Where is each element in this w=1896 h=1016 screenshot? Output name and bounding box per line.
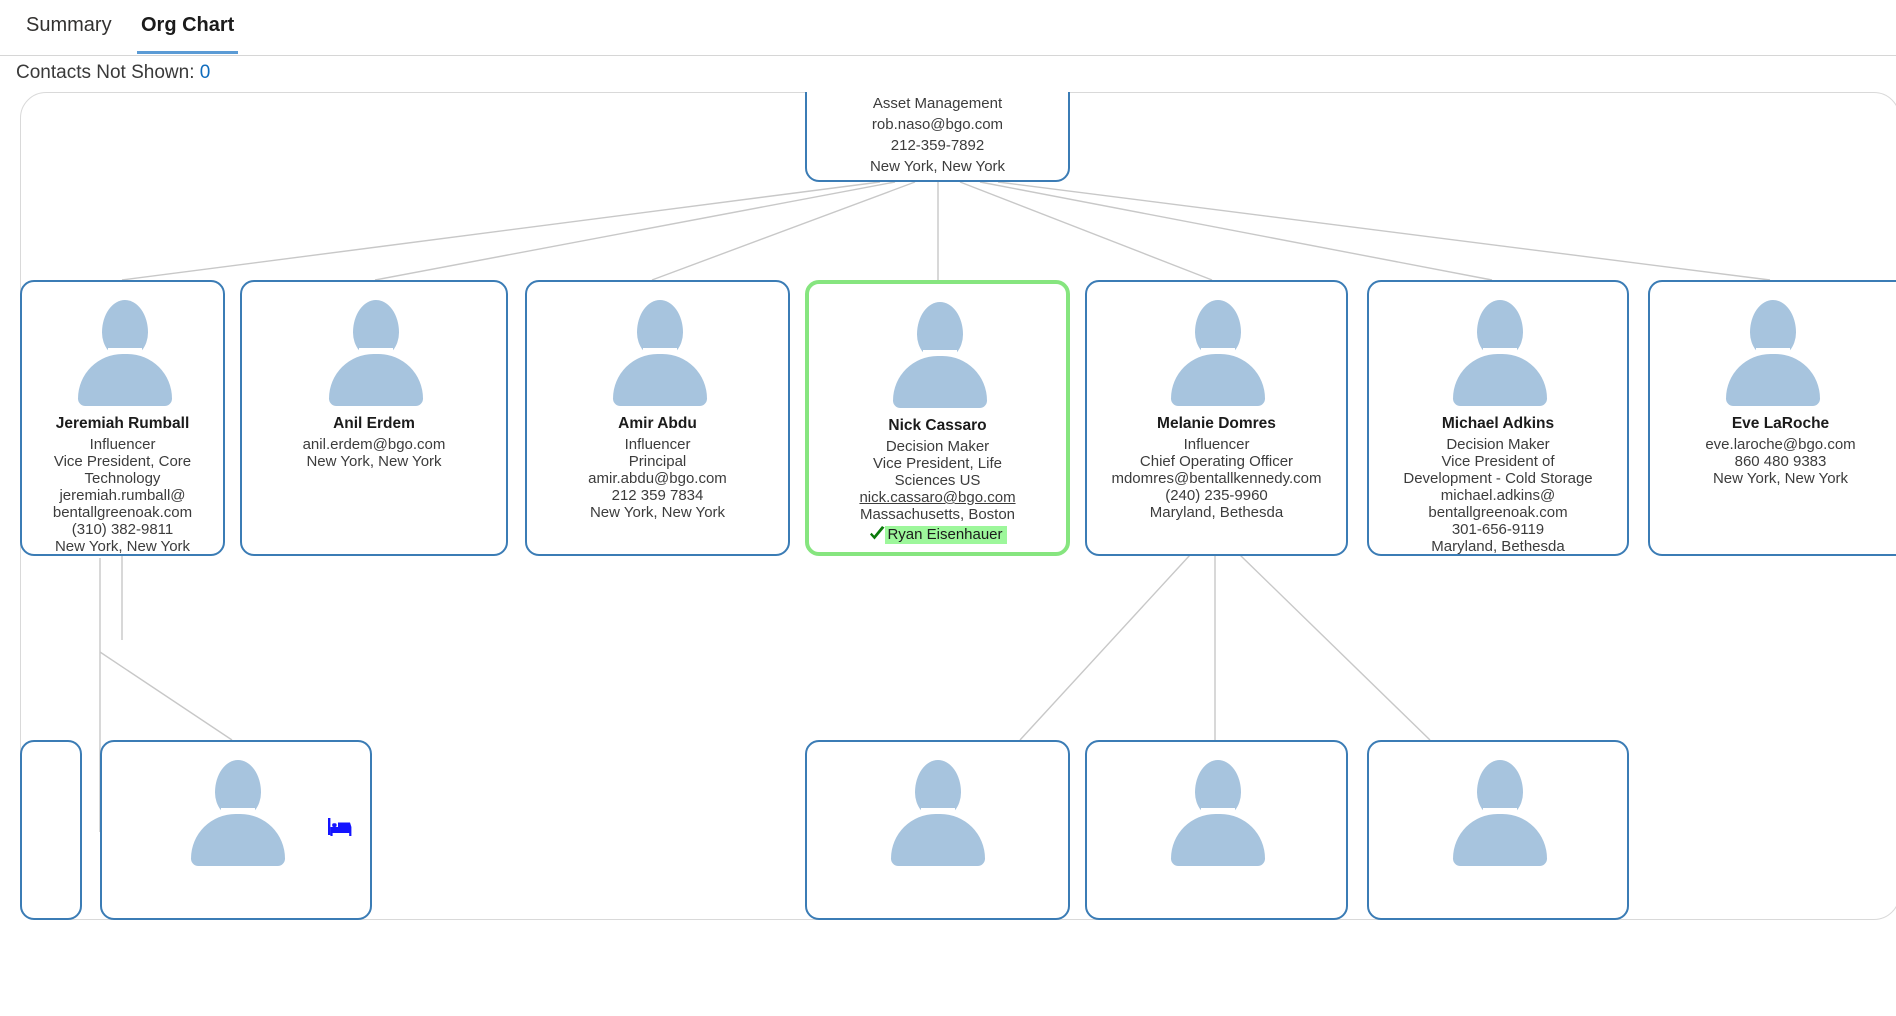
node-line-6: Maryland, Bethesda (1431, 538, 1565, 555)
org-node-child-e[interactable] (1367, 740, 1629, 920)
avatar (1163, 760, 1273, 866)
node-name: Eve LaRoche (1731, 415, 1830, 432)
node-name: Jeremiah Rumball (55, 415, 190, 432)
org-node-child-c[interactable] (805, 740, 1070, 920)
org-chart-canvas[interactable]: Managing Partner & Head of Asset Managem… (0, 92, 1896, 920)
node-line-2: Development - Cold Storage (1403, 470, 1593, 487)
contacts-not-shown-label: Contacts Not Shown: (16, 62, 195, 83)
bed-icon (328, 818, 352, 840)
avatar-body-icon (1453, 354, 1547, 406)
check-icon (868, 525, 886, 543)
node-line-0: Influencer (89, 436, 156, 453)
org-node-jeremiah-rumball[interactable]: Jeremiah Rumball Influencer Vice Preside… (20, 280, 225, 556)
avatar (183, 760, 293, 866)
node-line-3: (240) 235-9960 (1165, 487, 1268, 504)
node-line-1: Principal (628, 453, 687, 470)
node-line-2: Sciences US (894, 472, 981, 489)
avatar-body-icon (891, 814, 985, 866)
root-line-3: 212-359-7892 (890, 137, 985, 154)
owner-row: Ryan Eisenhauer (809, 524, 1066, 544)
node-line-4: New York, New York (589, 504, 726, 521)
avatar (1163, 300, 1273, 406)
node-line-1: Vice President of (1441, 453, 1555, 470)
org-node-child-d[interactable] (1085, 740, 1348, 920)
node-name: Amir Abdu (618, 415, 697, 432)
node-line-2: amir.abdu@bgo.com (588, 470, 727, 487)
node-line-1: Vice President, Core (53, 453, 192, 470)
tab-org-chart[interactable]: Org Chart (137, 8, 239, 54)
avatar (605, 300, 715, 406)
avatar-body-icon (78, 354, 172, 406)
node-name: Nick Cassaro (888, 417, 987, 434)
node-line-0: Influencer (624, 436, 691, 453)
avatar-body-icon (613, 354, 707, 406)
node-line-1: New York, New York (306, 453, 442, 470)
owner-badge: Ryan Eisenhauer (885, 526, 1007, 544)
avatar-body-icon (329, 354, 423, 406)
node-line-0: Influencer (1183, 436, 1250, 453)
node-location: Massachusetts, Boston (859, 506, 1016, 523)
node-line-4: bentallgreenoak.com (52, 504, 193, 521)
org-node-amir-abdu[interactable]: Amir Abdu Influencer Principal amir.abdu… (525, 280, 790, 556)
contacts-not-shown: Contacts Not Shown: 0 (16, 62, 210, 84)
org-node-melanie-domres[interactable]: Melanie Domres Influencer Chief Operatin… (1085, 280, 1348, 556)
node-line-6: New York, New York (54, 538, 191, 555)
node-line-0: eve.laroche@bgo.com (1705, 436, 1856, 453)
contacts-not-shown-count[interactable]: 0 (199, 62, 211, 83)
root-line-4: New York, New York (869, 158, 1006, 175)
org-node-eve-laroche[interactable]: Eve LaRoche eve.laroche@bgo.com 860 480 … (1648, 280, 1896, 556)
node-line-1: Chief Operating Officer (1139, 453, 1294, 470)
node-name: Michael Adkins (1441, 415, 1555, 432)
node-line-0: Decision Maker (885, 438, 990, 455)
avatar-body-icon (1171, 814, 1265, 866)
node-name: Melanie Domres (1157, 415, 1276, 432)
org-node-anil-erdem[interactable]: Anil Erdem anil.erdem@bgo.com New York, … (240, 280, 508, 556)
node-line-4: bentallgreenoak.com (1428, 504, 1568, 521)
tab-summary[interactable]: Summary (26, 14, 112, 36)
node-line-5: 301-656-9119 (1451, 521, 1545, 538)
avatar-body-icon (1171, 354, 1265, 406)
avatar-body-icon (191, 814, 285, 866)
node-line-0: anil.erdem@bgo.com (302, 436, 446, 453)
node-name: Anil Erdem (333, 415, 415, 432)
root-line-2: rob.naso@bgo.com (871, 116, 1004, 133)
avatar-body-icon (1726, 354, 1820, 406)
node-line-2: New York, New York (1712, 470, 1849, 487)
org-node-child-a[interactable] (20, 740, 82, 920)
avatar-body-icon (893, 356, 987, 408)
avatar (883, 760, 993, 866)
node-line-0: Decision Maker (1446, 436, 1550, 453)
org-node-michael-adkins[interactable]: Michael Adkins Decision Maker Vice Presi… (1367, 280, 1629, 556)
node-line-2: mdomres@bentallkennedy.com (1111, 470, 1322, 487)
node-email-link[interactable]: nick.cassaro@bgo.com (859, 489, 1016, 506)
avatar-body-icon (1453, 814, 1547, 866)
node-line-3: michael.adkins@ (1440, 487, 1556, 504)
avatar (885, 302, 995, 408)
node-line-3: jeremiah.rumball@ (59, 487, 186, 504)
org-node-child-b[interactable] (100, 740, 372, 920)
avatar (70, 300, 180, 406)
tab-strip: Summary Org Chart (0, 0, 1896, 56)
node-line-3: 212 359 7834 (611, 487, 704, 504)
avatar (1445, 760, 1555, 866)
org-node-root[interactable]: Managing Partner & Head of Asset Managem… (805, 92, 1070, 182)
node-line-2: Technology (84, 470, 161, 487)
avatar (1718, 300, 1828, 406)
node-line-1: 860 480 9383 (1734, 453, 1827, 470)
org-node-nick-cassaro[interactable]: Nick Cassaro Decision Maker Vice Preside… (805, 280, 1070, 556)
node-line-1: Vice President, Life (873, 455, 1002, 472)
root-line-1: Asset Management (872, 95, 1003, 112)
node-line-5: (310) 382-9811 (71, 521, 174, 538)
avatar (321, 300, 431, 406)
node-line-4: Maryland, Bethesda (1149, 504, 1284, 521)
avatar (1445, 300, 1555, 406)
